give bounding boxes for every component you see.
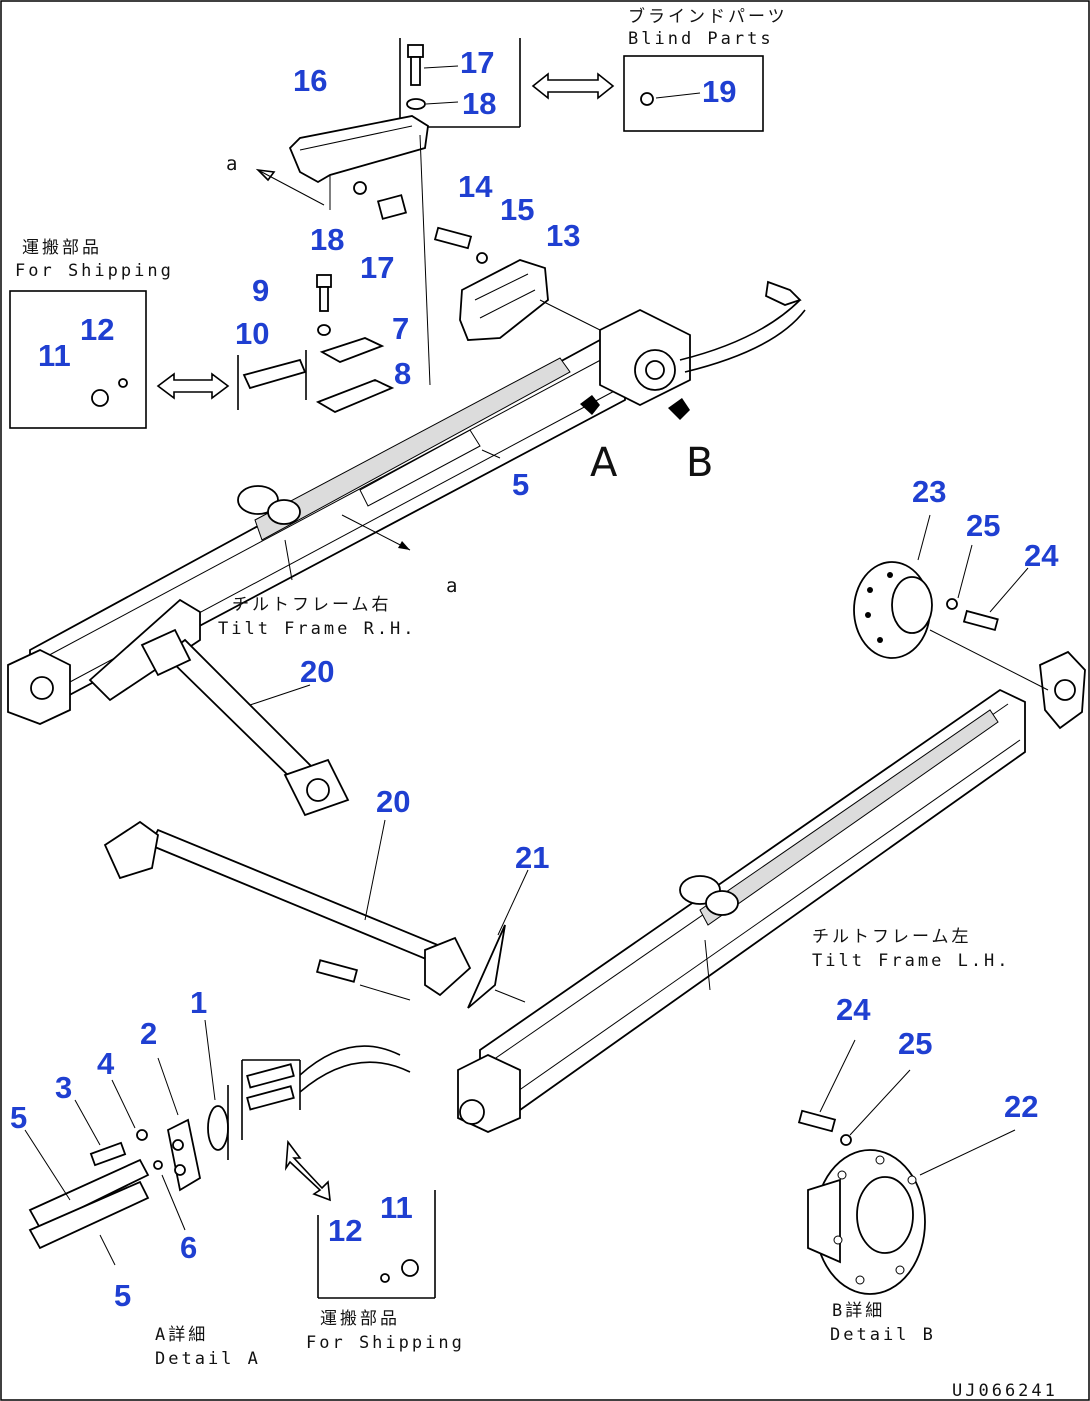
- hub-part-23: [853, 514, 1049, 691]
- callout-16: 16: [293, 63, 327, 98]
- caption-tilt-lh-jp: チルトフレーム左: [812, 927, 972, 947]
- callout-24b: 24: [836, 992, 871, 1027]
- callout-10: 10: [235, 316, 269, 351]
- shaft-part-20-upper: [140, 628, 350, 817]
- callout-14: 14: [458, 169, 493, 204]
- captions: ブラインドパーツ Blind Parts 運搬部品 For Shipping チ…: [15, 6, 1058, 1401]
- caption-tilt-rh-en: Tilt Frame R.H.: [218, 619, 417, 639]
- callout-9: 9: [252, 273, 269, 308]
- callout-11: 11: [38, 338, 71, 373]
- callout-labels: 16 17 18 19 18 17 14 15 13 9 10 7 8 12 1…: [10, 45, 1059, 1313]
- callout-1: 1: [190, 985, 207, 1020]
- callout-20b: 20: [376, 784, 410, 819]
- caption-shipping-top-jp: 運搬部品: [22, 238, 102, 258]
- shipping-box-bottom: [317, 1190, 436, 1299]
- callout-2: 2: [140, 1016, 157, 1051]
- caption-detail-b-jp: B詳細: [832, 1301, 885, 1321]
- callout-8: 8: [394, 356, 411, 391]
- callout-18b: 18: [310, 222, 344, 257]
- plate-7-gasket-8: [237, 337, 395, 414]
- bracket-part-13: [459, 259, 601, 341]
- callout-18: 18: [462, 86, 496, 121]
- callout-4: 4: [97, 1046, 115, 1081]
- callout-7: 7: [392, 311, 409, 346]
- caption-detail-a-en: Detail A: [155, 1349, 261, 1369]
- callout-20: 20: [300, 654, 334, 689]
- hub-part-22: [797, 1039, 1016, 1295]
- caption-blind-en: Blind Parts: [628, 29, 774, 49]
- double-arrow-top: [531, 72, 615, 100]
- callout-13: 13: [546, 218, 580, 253]
- tilt-frame-lh: [457, 650, 1086, 1133]
- caption-tilt-rh-jp: チルトフレーム右: [232, 595, 392, 615]
- ref-a-top: a: [226, 153, 239, 175]
- caption-shipping-top-en: For Shipping: [15, 261, 174, 281]
- callout-12b: 12: [328, 1213, 362, 1248]
- callout-17b: 17: [360, 250, 394, 285]
- callout-11b: 11: [380, 1190, 413, 1225]
- callout-17: 17: [460, 45, 494, 80]
- caption-tilt-lh-en: Tilt Frame L.H.: [812, 951, 1011, 971]
- callout-25: 25: [966, 508, 1000, 543]
- callout-24: 24: [1024, 538, 1059, 573]
- caption-shipping-bottom-en: For Shipping: [306, 1333, 465, 1353]
- shipping-box-top: [9, 290, 230, 429]
- caption-detail-b-en: Detail B: [830, 1325, 936, 1345]
- detail-a-group: [24, 1019, 411, 1266]
- view-arrow-b-label: B: [686, 440, 713, 486]
- ref-a-bottom: a: [446, 575, 459, 597]
- callout-19: 19: [702, 74, 736, 109]
- cover-part-16: [255, 115, 431, 386]
- callout-22: 22: [1004, 1089, 1038, 1124]
- shaft-part-20-lower: [103, 819, 472, 1001]
- callout-15: 15: [500, 192, 534, 227]
- callout-21: 21: [515, 840, 549, 875]
- bolt-14-15: [433, 226, 488, 264]
- callout-3: 3: [55, 1070, 72, 1105]
- callout-25b: 25: [898, 1026, 932, 1061]
- callout-23: 23: [912, 474, 946, 509]
- shim-part-21: [467, 869, 529, 1009]
- callout-6: 6: [180, 1230, 197, 1265]
- bolt-9-10: [316, 274, 332, 336]
- caption-blind-jp: ブラインドパーツ: [628, 6, 788, 27]
- drawing-code: UJ066241: [952, 1381, 1058, 1401]
- caption-shipping-bottom-jp: 運搬部品: [320, 1309, 400, 1329]
- callout-5c: 5: [114, 1278, 131, 1313]
- tilt-frame-rh: [7, 280, 806, 725]
- callout-5b: 5: [10, 1100, 27, 1135]
- callout-5: 5: [512, 467, 529, 502]
- caption-detail-a-jp: A詳細: [155, 1325, 208, 1345]
- callout-12: 12: [80, 312, 114, 347]
- view-arrow-a-label: A: [590, 440, 618, 486]
- blind-parts-box: [623, 55, 764, 132]
